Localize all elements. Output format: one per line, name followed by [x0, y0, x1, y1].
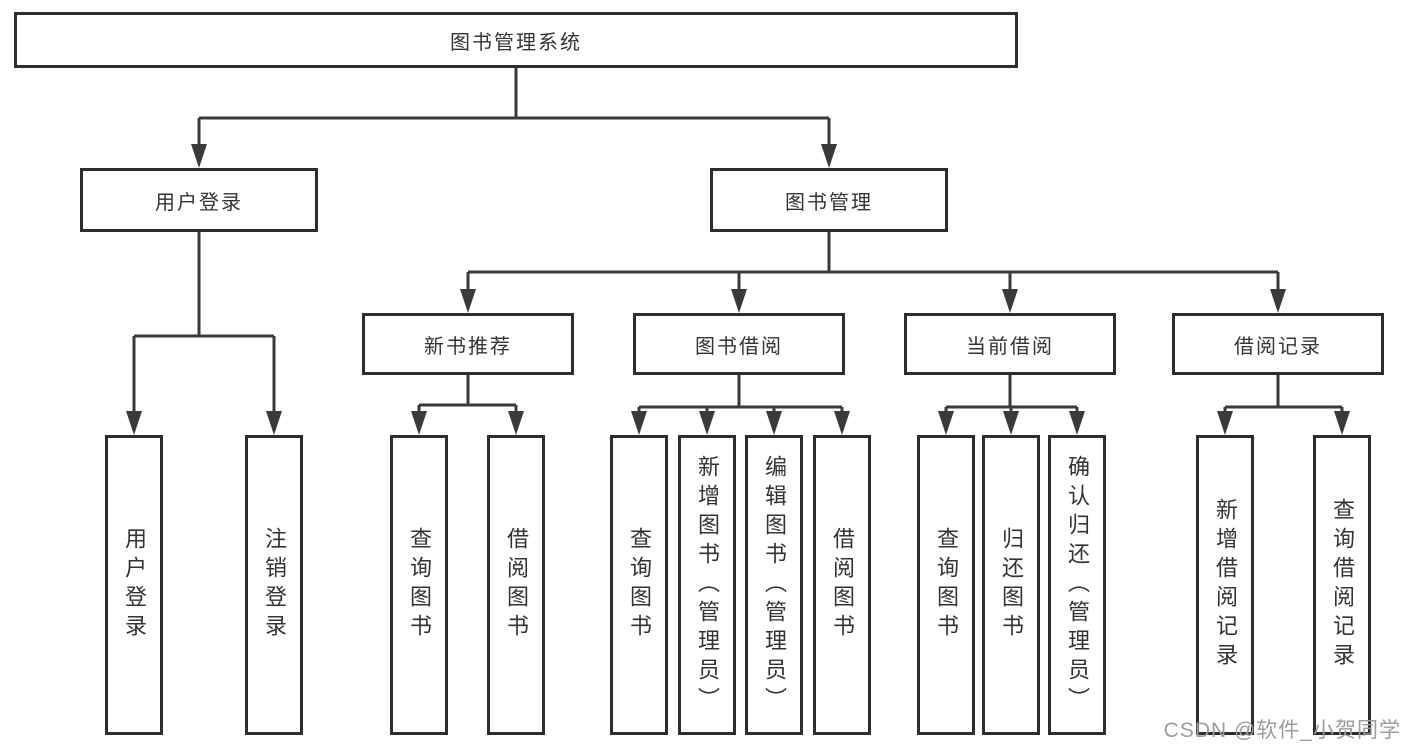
leaf-borrow-books-borrow-label: 借阅图书 — [830, 527, 855, 643]
node-book-management-label: 图书管理 — [785, 191, 873, 214]
leaf-confirm-return-admin-label: 确认归还（管理员） — [1065, 454, 1090, 716]
node-book-borrow: 图书借阅 — [633, 313, 845, 375]
node-current-borrow-label: 当前借阅 — [966, 335, 1054, 358]
leaf-user-login-label: 用户登录 — [122, 527, 147, 643]
leaf-return-books: 归还图书 — [982, 435, 1040, 735]
leaf-query-books-recommend-label: 查询图书 — [407, 527, 432, 643]
leaf-edit-book-admin: 编辑图书（管理员） — [745, 435, 803, 735]
leaf-query-borrow-record-label: 查询借阅记录 — [1330, 498, 1355, 672]
leaf-add-book-admin-label: 新增图书（管理员） — [695, 454, 720, 716]
connector-user-login — [132, 232, 276, 431]
connector-borrow-records — [1223, 375, 1344, 431]
node-new-book-recommend-label: 新书推荐 — [424, 335, 512, 358]
connector-root — [197, 68, 831, 164]
leaf-add-borrow-record-label: 新增借阅记录 — [1213, 498, 1238, 672]
leaf-query-books-current: 查询图书 — [917, 435, 975, 735]
leaf-query-books-borrow-label: 查询图书 — [627, 527, 652, 643]
leaf-confirm-return-admin: 确认归还（管理员） — [1048, 435, 1106, 735]
node-borrow-records: 借阅记录 — [1172, 313, 1384, 375]
connector-book-borrow — [637, 375, 844, 431]
arrowheads — [126, 144, 1350, 435]
node-user-login-label: 用户登录 — [155, 191, 243, 214]
leaf-query-books-current-label: 查询图书 — [934, 527, 959, 643]
leaf-query-books-borrow: 查询图书 — [610, 435, 668, 735]
connector-book-management — [466, 232, 1280, 309]
leaf-query-books-recommend: 查询图书 — [390, 435, 448, 735]
node-borrow-records-label: 借阅记录 — [1234, 335, 1322, 358]
node-library-management-system: 图书管理系统 — [14, 12, 1018, 68]
leaf-add-book-admin: 新增图书（管理员） — [678, 435, 736, 735]
node-new-book-recommend: 新书推荐 — [362, 313, 574, 375]
leaf-logout: 注销登录 — [245, 435, 303, 735]
node-current-borrow: 当前借阅 — [904, 313, 1116, 375]
leaf-borrow-books-recommend: 借阅图书 — [487, 435, 545, 735]
node-book-management: 图书管理 — [710, 168, 948, 232]
connector-new-book-recommend — [417, 375, 518, 431]
leaf-borrow-books-recommend-label: 借阅图书 — [504, 527, 529, 643]
leaf-logout-label: 注销登录 — [262, 527, 287, 643]
node-user-login: 用户登录 — [80, 168, 318, 232]
leaf-add-borrow-record: 新增借阅记录 — [1196, 435, 1254, 735]
leaf-query-borrow-record: 查询借阅记录 — [1313, 435, 1371, 735]
leaf-borrow-books-borrow: 借阅图书 — [813, 435, 871, 735]
node-book-borrow-label: 图书借阅 — [695, 335, 783, 358]
leaf-return-books-label: 归还图书 — [999, 527, 1024, 643]
csdn-watermark: CSDN @软件_小贺同学 — [1163, 719, 1401, 742]
node-library-management-system-label: 图书管理系统 — [450, 31, 582, 54]
leaf-edit-book-admin-label: 编辑图书（管理员） — [762, 454, 787, 716]
leaf-user-login: 用户登录 — [105, 435, 163, 735]
